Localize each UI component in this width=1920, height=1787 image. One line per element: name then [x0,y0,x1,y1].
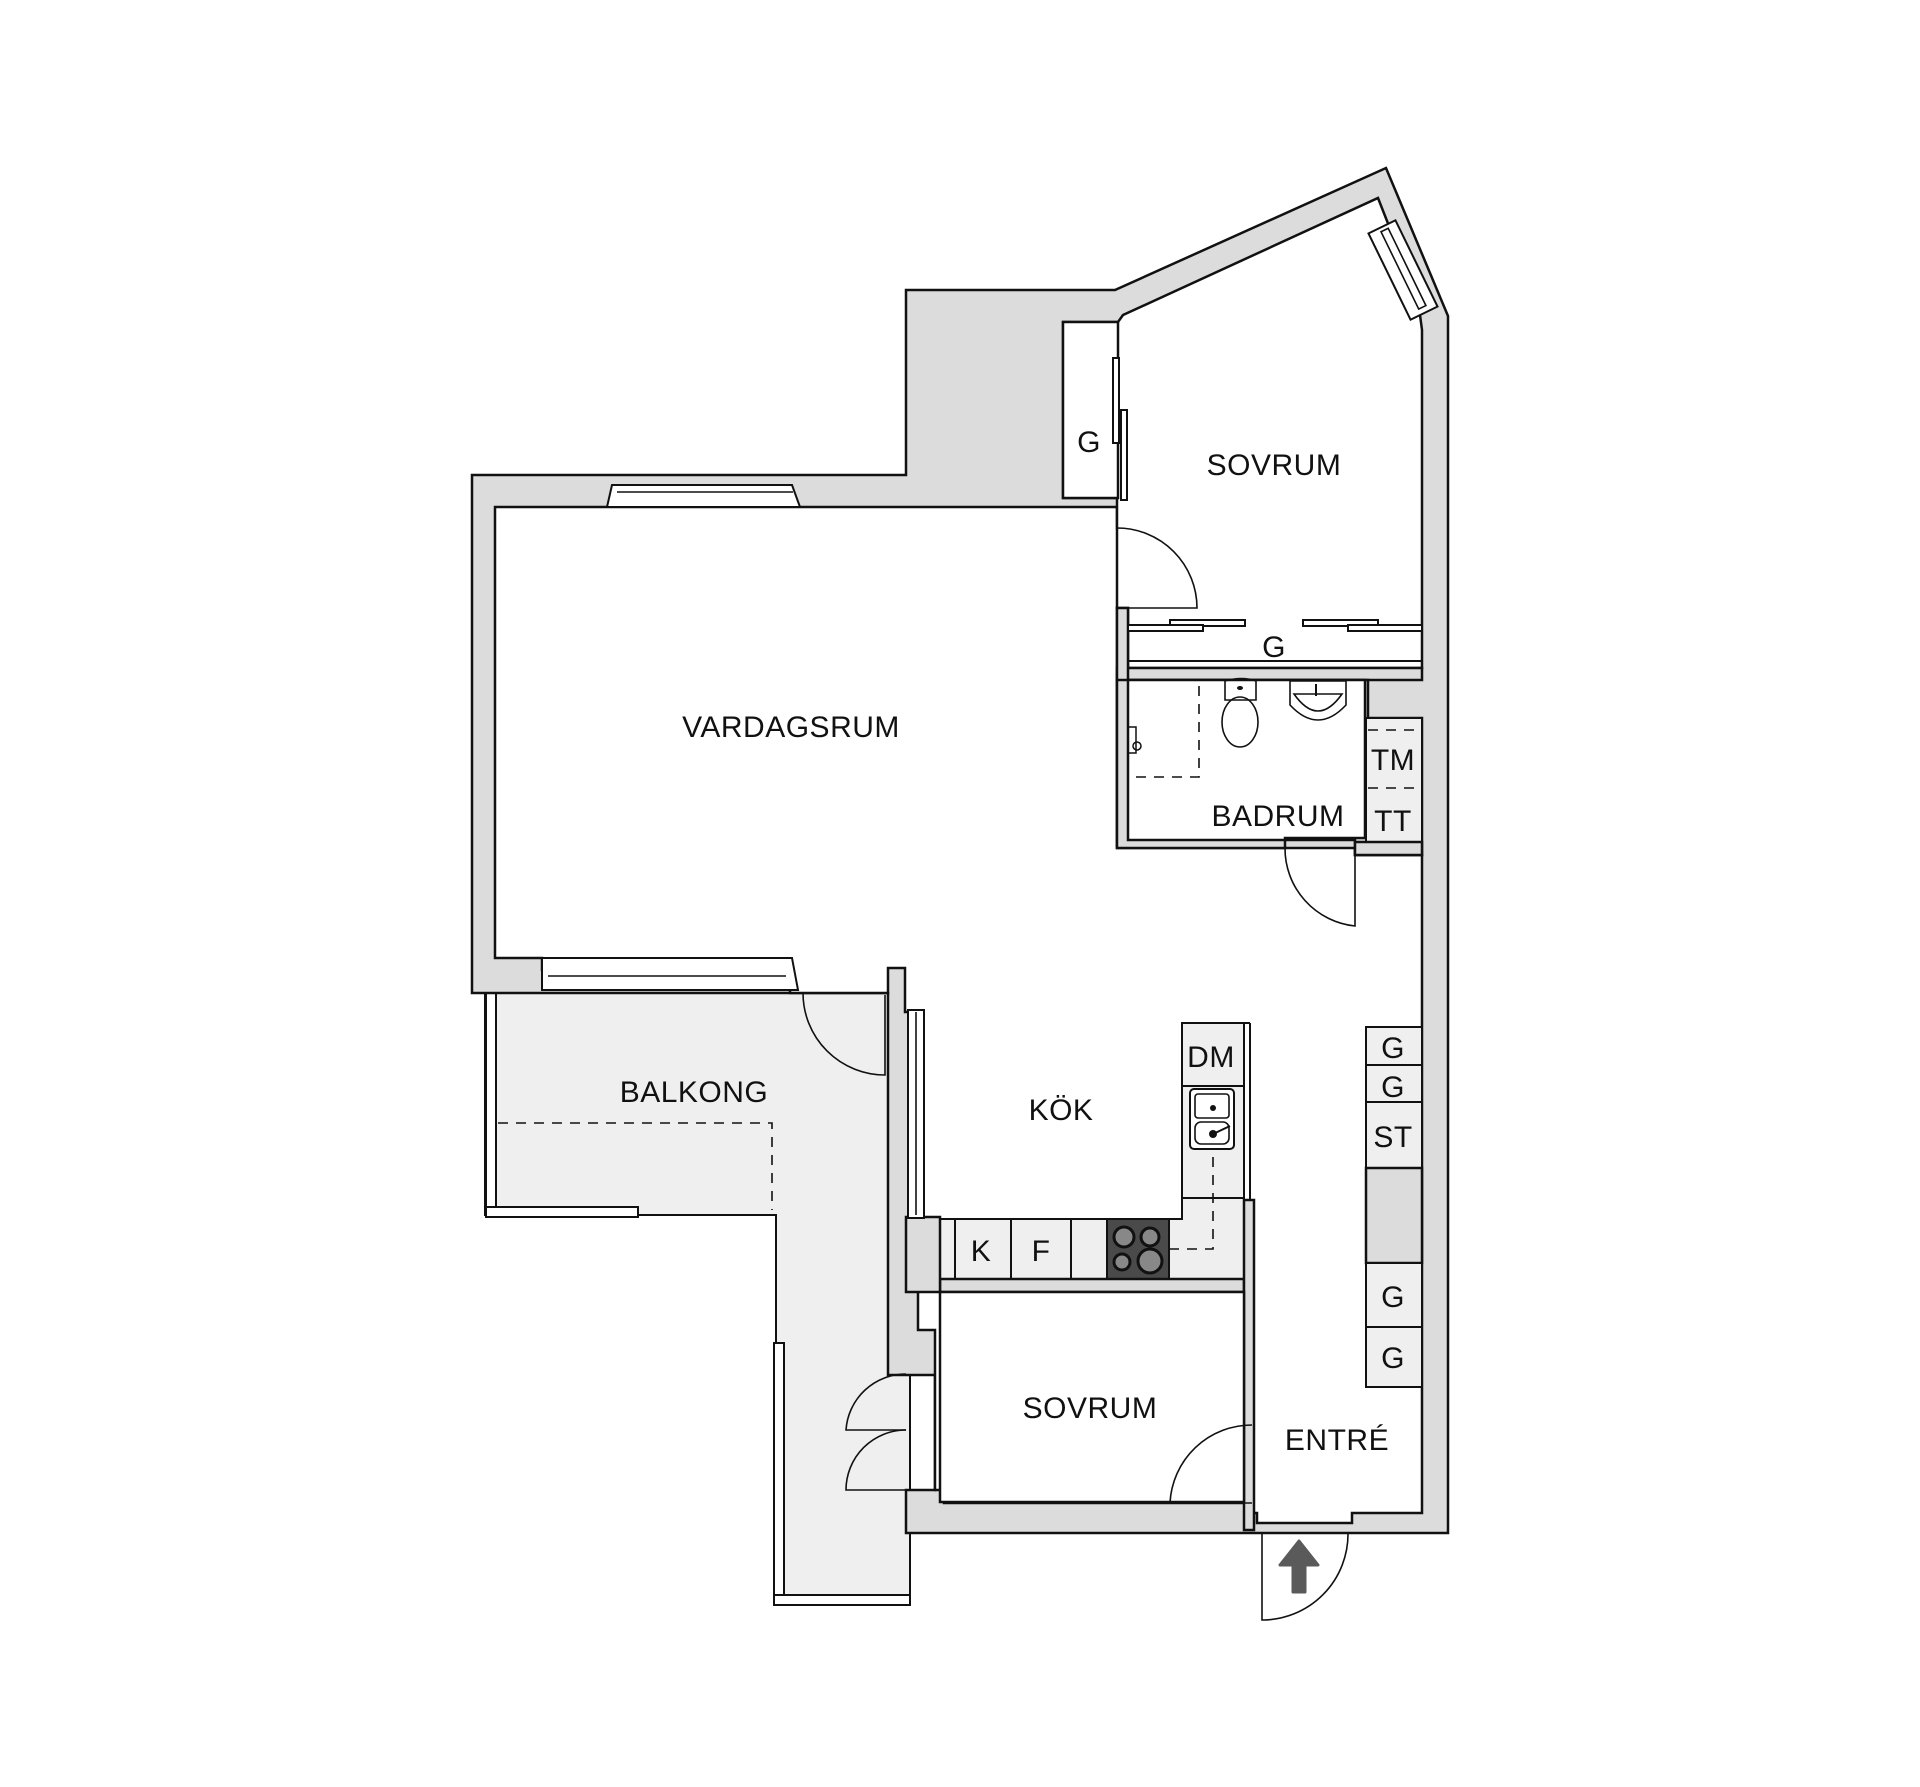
label-living: VARDAGSRUM [682,711,900,744]
door-entrance [1261,1532,1349,1621]
balcony-railing-lower-bottom [773,1594,911,1606]
window-living-bottom [541,957,800,991]
label-balcony: BALKONG [620,1076,769,1109]
label-closet: G [1262,631,1286,664]
doors [802,527,1356,1621]
label-bedroom-bottom: SOVRUM [1023,1392,1158,1425]
label-washer: TM [1371,744,1415,777]
label-closet: G [1077,426,1101,459]
label-bedroom-top: SOVRUM [1207,449,1342,482]
label-entrance: ENTRÉ [1285,1424,1389,1457]
shower-icon [1127,726,1142,754]
label-closet: G [1381,1032,1405,1065]
label-closet: G [1381,1342,1405,1375]
label-bathroom: BADRUM [1211,800,1344,833]
laundry-cabinet [1365,717,1423,843]
sink-icon [1289,680,1347,721]
toilet-icon [1221,677,1259,748]
door-bedroom-bottom [1169,1424,1253,1504]
kitchen-sink-icon [1189,1088,1235,1150]
balcony-railing-lower [773,1342,785,1606]
label-fridge: K [971,1235,992,1268]
door-balcony-lower-2 [845,1429,907,1491]
window-bedroom-corner [1367,218,1439,322]
room-labels: VARDAGSRUM SOVRUM BADRUM KÖK BALKONG SOV… [620,426,1415,1457]
label-freezer: F [1032,1235,1051,1268]
label-kitchen: KÖK [1029,1094,1094,1127]
balcony-railing-bottom [485,1206,639,1218]
label-dryer: TT [1374,805,1412,838]
door-balcony [802,992,886,1076]
arrow-up-icon [1278,1539,1320,1594]
label-dishwasher: DM [1187,1041,1235,1074]
label-closet: G [1381,1281,1405,1314]
door-bathroom [1284,847,1356,927]
label-closet: G [1381,1071,1405,1104]
door-balcony-lower-1 [845,1373,907,1431]
balcony-railing-left [485,992,497,1216]
label-cleaning-closet: ST [1373,1121,1412,1154]
door-bedroom-top [1116,527,1198,609]
closet-top-left [1061,320,1120,500]
windows [541,218,1439,991]
window-living-top [605,484,802,508]
